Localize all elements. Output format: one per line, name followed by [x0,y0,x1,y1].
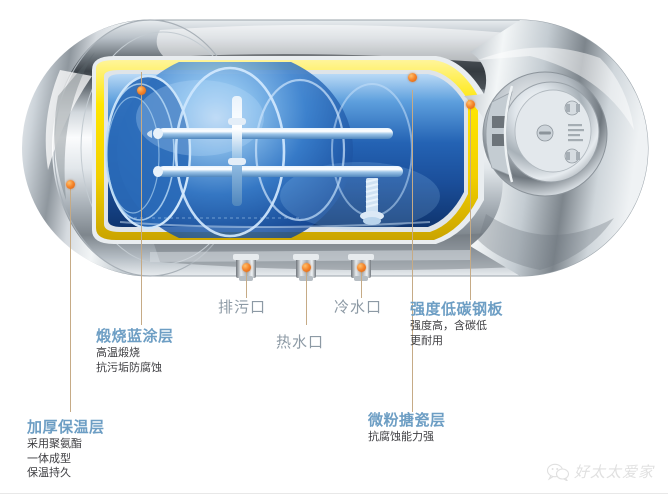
anchor-dot-low-carbon-steel [466,100,475,109]
leader-line-blue-coating [141,72,142,325]
footer-divider [0,493,668,494]
watermark: 好太太爱家 [546,461,654,482]
callout-low-carbon-steel: 强度低碳钢板 强度高，含碳低 更耐用 [410,300,503,348]
callout-blue-coating: 煅烧蓝涂层 高温煅烧 抗污垢防腐蚀 [96,327,174,375]
callout-line-blue-coating-1: 抗污垢防腐蚀 [96,360,162,374]
callout-title-micro-powder-enamel: 微粉搪瓷层 [368,411,446,429]
callout-drain-port: 排污口 [218,298,266,317]
callout-line-insulation-0: 采用聚氨酯 [27,437,82,450]
callout-line-blue-coating-0: 高温煅烧 [96,346,140,359]
anchor-dot-blue-coating [137,86,146,95]
leader-line-micro-powder-enamel [412,90,413,412]
callout-line-low-carbon-steel-0: 强度高，含碳低 [410,319,487,332]
callout-title-cold-water-port: 冷水口 [334,298,383,316]
anchor-dot-cold-water-port [357,263,366,272]
callout-cold-water-port: 冷水口 [334,298,382,317]
anchor-dot-drain-port [242,263,251,272]
leader-line-hot-water-port [306,268,307,325]
callout-title-hot-water-port: 热水口 [276,333,325,351]
flange-cover-cap [482,71,608,197]
leader-line-cold-water-port [361,268,362,298]
watermark-text: 好太太爱家 [573,463,654,481]
callout-hot-water-port: 热水口 [276,333,324,352]
anchor-dot-insulation [66,180,75,189]
leader-line-drain-port [246,268,247,298]
wechat-bubble-icon [546,463,569,481]
callout-micro-powder-enamel: 微粉搪瓷层 抗腐蚀能力强 [368,411,446,445]
callout-title-low-carbon-steel: 强度低碳钢板 [410,300,504,318]
callout-insulation: 加厚保温层 采用聚氨酯 一体成型 保温持久 [27,418,105,481]
callout-title-insulation: 加厚保温层 [27,418,105,436]
callout-line-insulation-1: 一体成型 [27,451,71,465]
callout-title-drain-port: 排污口 [218,298,267,316]
callout-line-insulation-2: 保温持久 [27,466,71,479]
leader-line-low-carbon-steel [470,105,471,300]
water-heater-illustration [22,19,649,281]
magnesium-anode-rod [360,178,384,225]
callout-line-micro-powder-enamel-0: 抗腐蚀能力强 [368,430,434,443]
inner-enamel-tank [104,62,464,238]
callout-line-low-carbon-steel-1: 更耐用 [410,333,443,347]
anchor-dot-hot-water-port [302,263,311,272]
callout-title-blue-coating: 煅烧蓝涂层 [96,327,174,345]
leader-line-insulation [70,186,71,412]
heating-elements [147,96,403,206]
anchor-dot-micro-powder-enamel [408,73,417,82]
